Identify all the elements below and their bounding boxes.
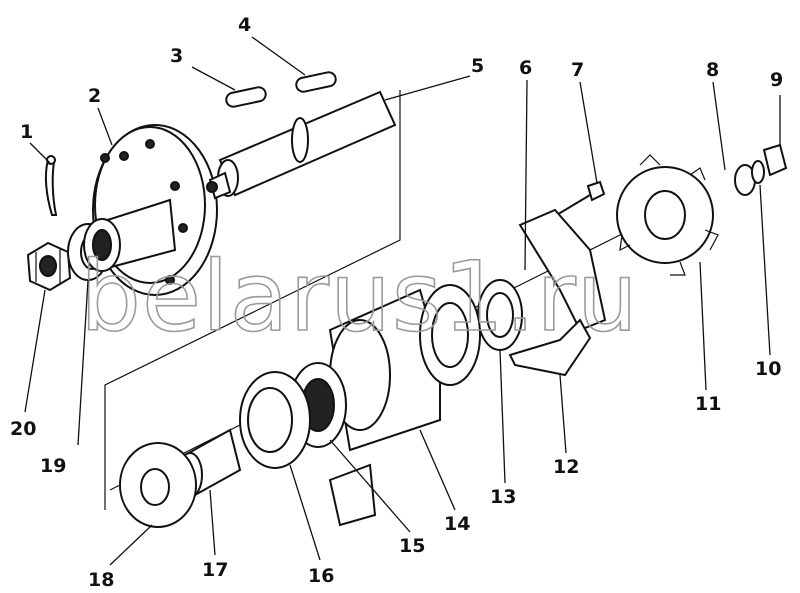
callout-11: 11 bbox=[695, 393, 721, 415]
bearing-housing-14 bbox=[328, 284, 481, 452]
leader-lines bbox=[24, 36, 781, 566]
watermark: belarus1.ru bbox=[80, 241, 639, 353]
callout-12: 12 bbox=[553, 456, 579, 478]
callout-19: 19 bbox=[40, 455, 66, 477]
callout-18: 18 bbox=[88, 569, 114, 591]
seal-ring-13 bbox=[477, 279, 523, 351]
callout-7: 7 bbox=[571, 59, 584, 81]
assembly-frame-line bbox=[104, 90, 401, 510]
cover-washer-18 bbox=[119, 442, 197, 528]
ring-16 bbox=[239, 371, 311, 469]
callout-16: 16 bbox=[308, 565, 334, 587]
cotter-pin bbox=[44, 155, 58, 216]
callout-4: 4 bbox=[238, 14, 251, 36]
callout-14: 14 bbox=[444, 513, 470, 535]
castle-nut bbox=[26, 241, 72, 292]
callout-10: 10 bbox=[755, 358, 781, 380]
callout-13: 13 bbox=[490, 486, 516, 508]
shaft bbox=[206, 90, 397, 200]
key-4 bbox=[295, 71, 337, 93]
callout-2: 2 bbox=[88, 85, 101, 107]
callout-6: 6 bbox=[519, 57, 532, 79]
callout-20: 20 bbox=[10, 418, 36, 440]
spring-washer-10 bbox=[751, 160, 765, 184]
flange-hub bbox=[83, 124, 218, 296]
sprocket-11 bbox=[616, 154, 719, 276]
key-3 bbox=[225, 86, 267, 108]
callout-17: 17 bbox=[202, 559, 228, 581]
support-bracket bbox=[328, 463, 377, 527]
callout-3: 3 bbox=[170, 45, 183, 67]
bearing-housing-bracket bbox=[508, 208, 607, 377]
callout-9: 9 bbox=[770, 69, 783, 91]
callout-8: 8 bbox=[706, 59, 719, 81]
callout-1: 1 bbox=[20, 121, 33, 143]
callout-5: 5 bbox=[471, 55, 484, 77]
callout-15: 15 bbox=[399, 535, 425, 557]
nut-9 bbox=[762, 143, 788, 177]
